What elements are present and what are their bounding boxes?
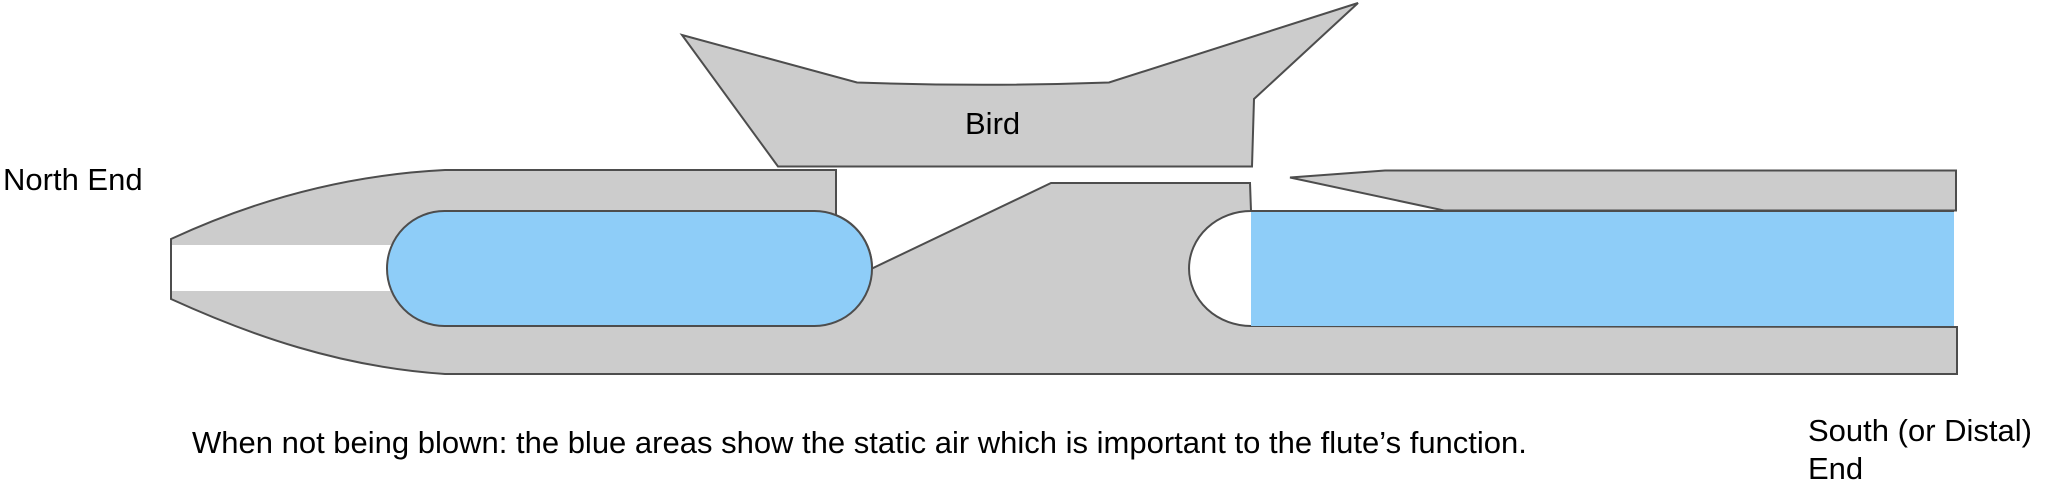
north-end-label: North End: [3, 162, 143, 197]
caption-text: When not being blown: the blue areas sho…: [192, 425, 1527, 460]
bird-block: [679, 2, 1359, 168]
mouthpiece-bore: [172, 245, 391, 291]
south-end-label-line1: South (or Distal): [1808, 413, 2032, 448]
slow-air-chamber-static-air: [386, 210, 873, 327]
bird-label: Bird: [965, 106, 1020, 141]
sound-chamber-static-air: [1251, 211, 1954, 326]
south-end-label-line2: End: [1808, 451, 1863, 481]
sound-chamber-top-wall: [1289, 169, 1957, 212]
